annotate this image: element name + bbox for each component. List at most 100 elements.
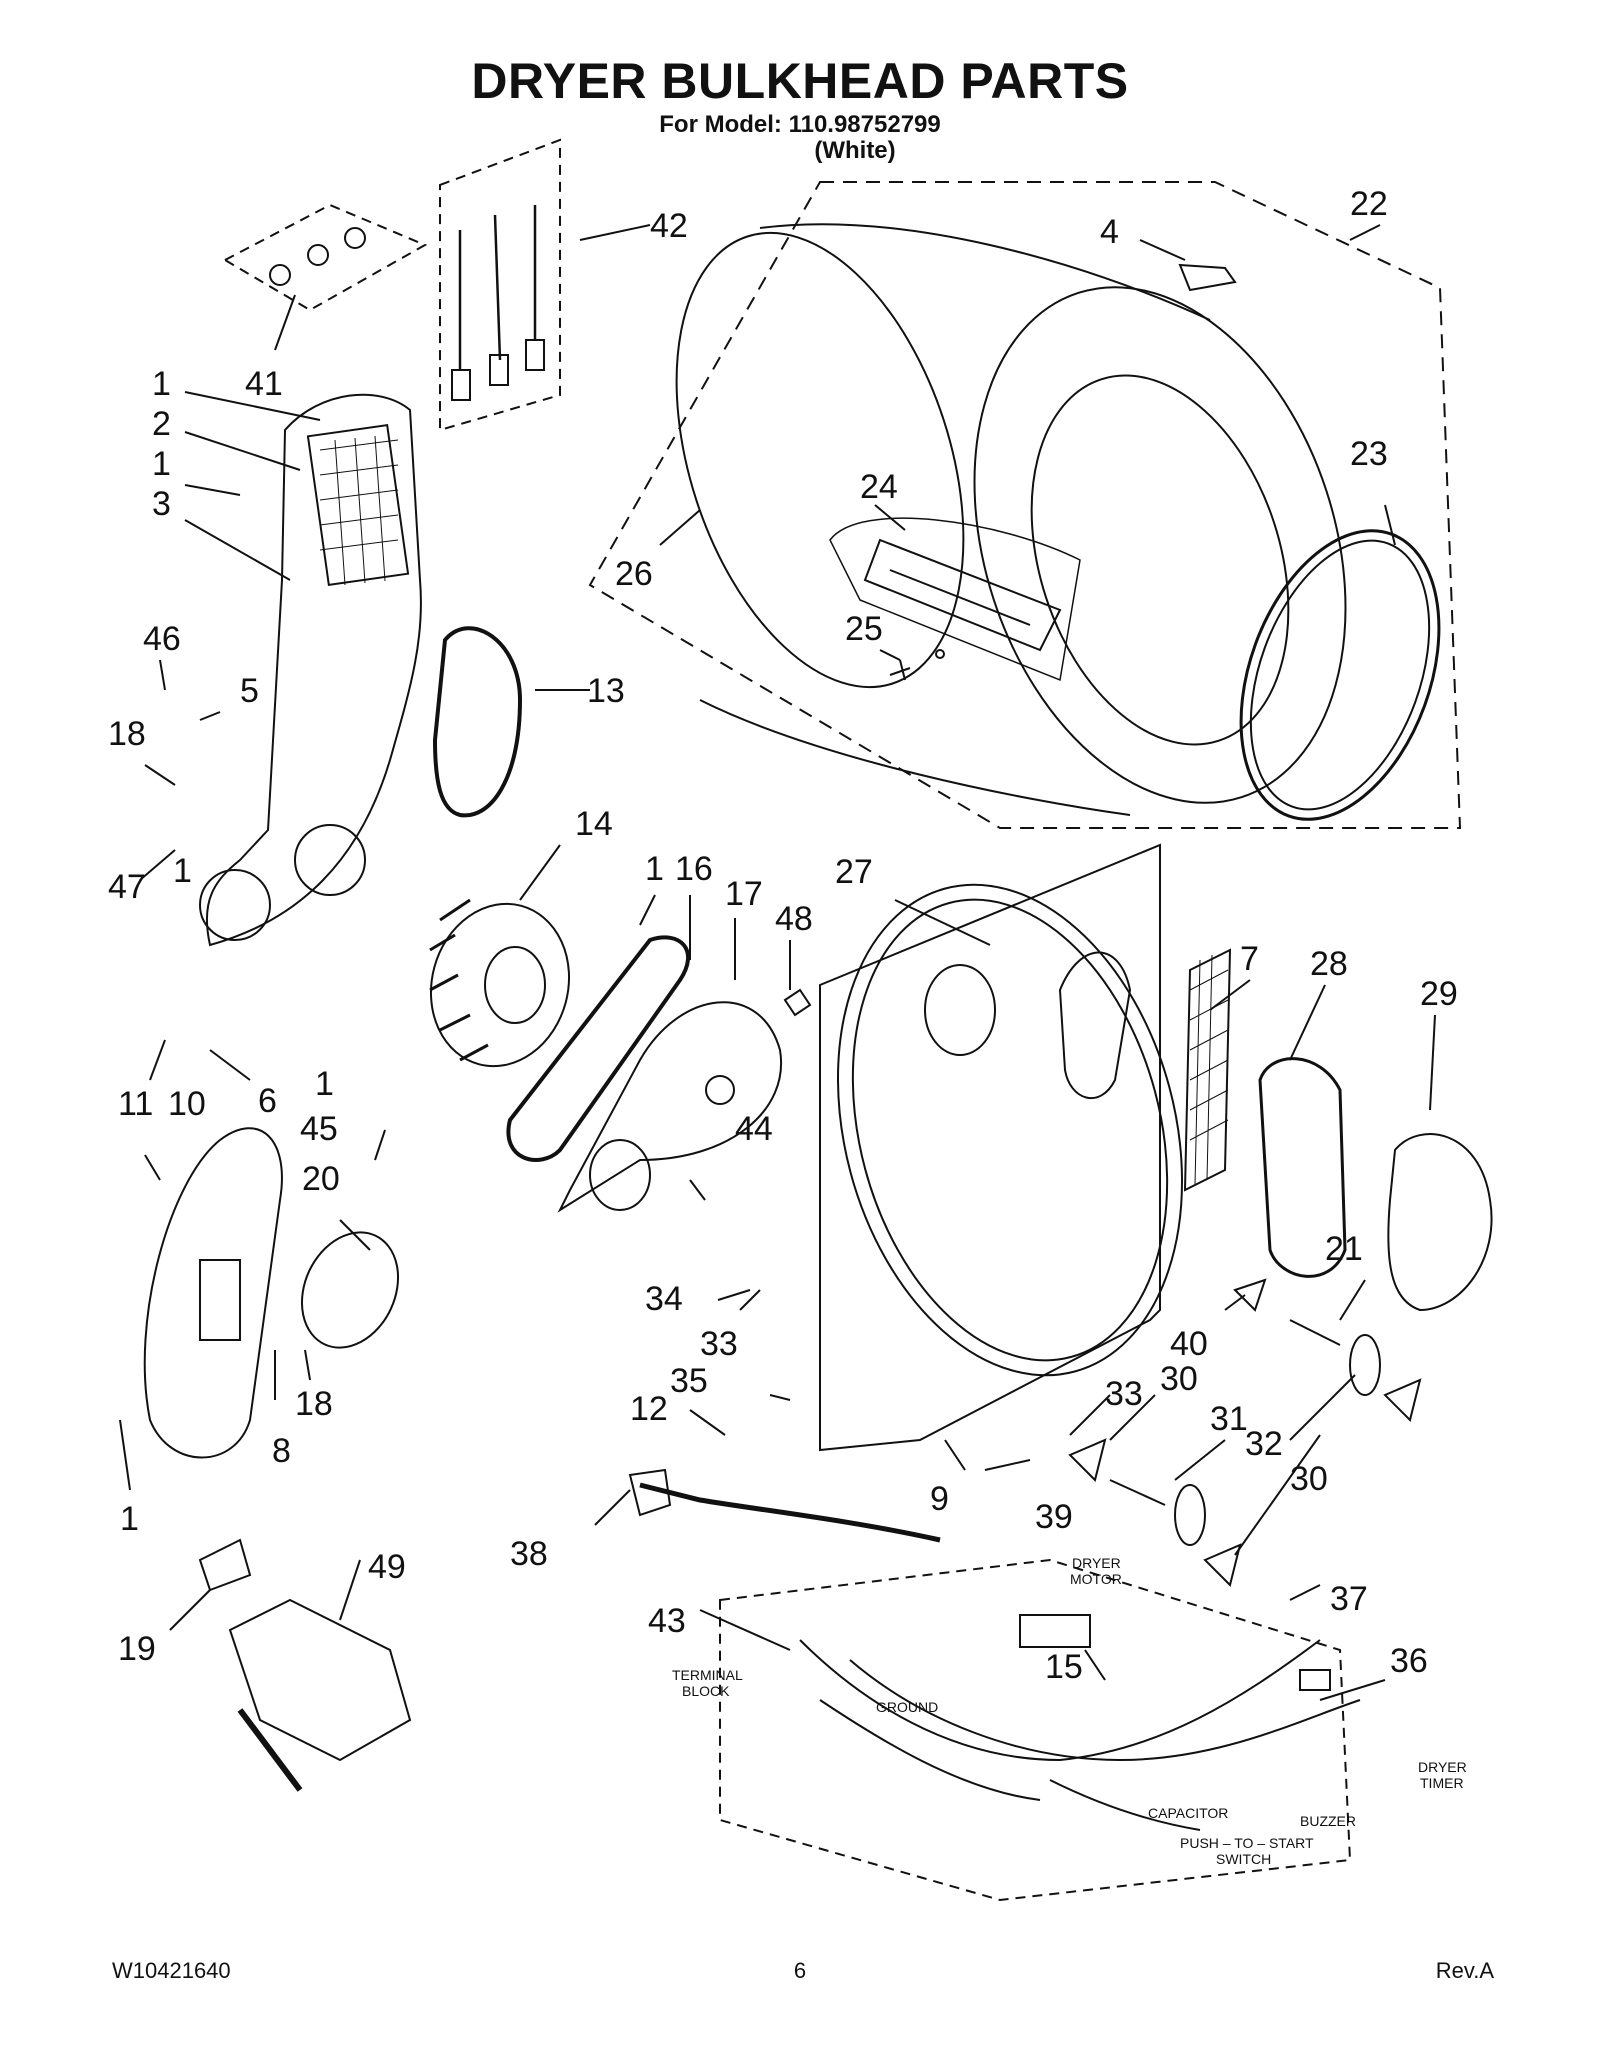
callout-48: 48 [775,900,813,938]
drum-roller-31 [1174,1484,1206,1546]
callout-36: 36 [1390,1642,1428,1680]
bulkhead-panel [819,843,1161,1452]
callout-42: 42 [650,207,688,245]
callout-12: 12 [630,1390,668,1428]
label-dryer-motor-2: MOTOR [1070,1571,1122,1587]
label-terminal-block-1: TERMINAL [672,1667,743,1683]
label-dryer-motor-1: DRYER [1072,1555,1121,1571]
roller-shaft-31 [1109,1479,1166,1506]
blower-housing-rear [557,1001,783,1213]
callout-32: 32 [1245,1425,1283,1463]
callout-23: 23 [1350,435,1388,473]
callout-1a: 1 [152,365,171,403]
callout-33b: 33 [1105,1375,1143,1413]
wiring-box [719,1558,1352,1902]
lint-cover [1387,1133,1493,1312]
drum-front-rim [973,286,1347,804]
timer-connector [1299,1669,1331,1691]
label-dryer-timer-2: TIMER [1420,1775,1464,1791]
exhaust-filter [300,1231,400,1349]
callout-24: 24 [860,468,898,506]
callout-18b: 18 [295,1385,333,1423]
callout-9: 9 [930,1480,949,1518]
motor-connector [1019,1614,1091,1648]
hardware-box-42 [439,138,561,432]
drum-body [699,223,1211,816]
blower-housing [205,393,422,947]
doc-number: W10421640 [112,1958,231,1983]
drum-roller-32 [1349,1334,1381,1396]
callout-38: 38 [510,1535,548,1573]
lint-duct [1258,1057,1347,1278]
callout-15: 15 [1045,1648,1083,1686]
callout-34: 34 [645,1280,683,1318]
callout-13: 13 [587,672,625,710]
bracket-30c [1383,1378,1422,1422]
label-buzzer: BUZZER [1300,1813,1356,1829]
callout-16: 16 [675,850,713,888]
callout-31: 31 [1210,1400,1248,1438]
bracket-40 [1233,1278,1267,1312]
callout-30b: 30 [1290,1460,1328,1498]
callout-numbers: 42 22 4 41 1 2 1 3 23 24 26 25 46 5 13 1… [108,185,1458,1686]
callout-7: 7 [1240,940,1259,978]
model-info: For Model: 110.98752799 (White) [0,112,1600,164]
callout-10: 10 [168,1085,206,1123]
callout-26: 26 [615,555,653,593]
front-panel [143,1127,283,1459]
label-capacitor: CAPACITOR [1148,1805,1228,1821]
callout-5: 5 [240,672,259,710]
callout-30a: 30 [1160,1360,1198,1398]
callout-11: 11 [118,1085,153,1123]
callout-28: 28 [1310,945,1348,983]
blower-seal [432,626,523,818]
part-48-plug [783,988,812,1017]
leader-lines [119,224,1436,1701]
callout-19: 19 [118,1630,156,1668]
page-number: 6 [793,1958,807,1983]
callout-37: 37 [1330,1580,1368,1618]
drum-group-outline [588,181,1462,829]
callout-1c: 1 [173,852,192,890]
callout-35: 35 [670,1362,708,1400]
wire-harness-36 [799,1639,1361,1831]
label-dryer-timer-1: DRYER [1418,1759,1467,1775]
hardware-box-41 [222,203,428,312]
callout-17: 17 [725,875,763,913]
callout-29: 29 [1420,975,1458,1013]
callout-2: 2 [152,405,171,443]
part-25-screw [889,659,911,681]
revision: Rev.A [1435,1958,1494,1983]
callout-1d: 1 [645,850,664,888]
model-number: For Model: 110.98752799 [659,111,941,138]
callout-44: 44 [735,1110,773,1148]
vent-slots [199,1259,241,1341]
callout-45: 45 [300,1110,338,1148]
part-4-clip [1178,263,1237,292]
drive-belt [506,935,691,1162]
callout-8: 8 [272,1432,291,1470]
drum-baffle [863,538,1062,652]
callout-21: 21 [1325,1230,1363,1268]
roller-shaft-21 [1289,1319,1341,1346]
label-push-to-start-2: SWITCH [1216,1851,1271,1867]
callout-47: 47 [108,868,146,906]
callout-20: 20 [302,1160,340,1198]
bracket-30b [1203,1543,1242,1587]
callout-22: 22 [1350,185,1388,223]
power-cord [639,1482,941,1543]
callout-46: 46 [143,620,181,658]
callout-18a: 18 [108,715,146,753]
callout-40: 40 [1170,1325,1208,1363]
callout-1e: 1 [315,1065,334,1103]
label-ground: GROUND [876,1699,938,1715]
drum-rear-rim [675,231,965,689]
blower-wheel [429,902,571,1068]
bracket-30a [1068,1438,1107,1482]
callout-14: 14 [575,805,613,843]
label-push-to-start-1: PUSH – TO – START [1180,1835,1314,1851]
callout-27: 27 [835,853,873,891]
wire-labels: DRYER MOTOR TERMINAL BLOCK GROUND DRYER … [672,1555,1467,1867]
page-title: DRYER BULKHEAD PARTS [471,53,1129,109]
